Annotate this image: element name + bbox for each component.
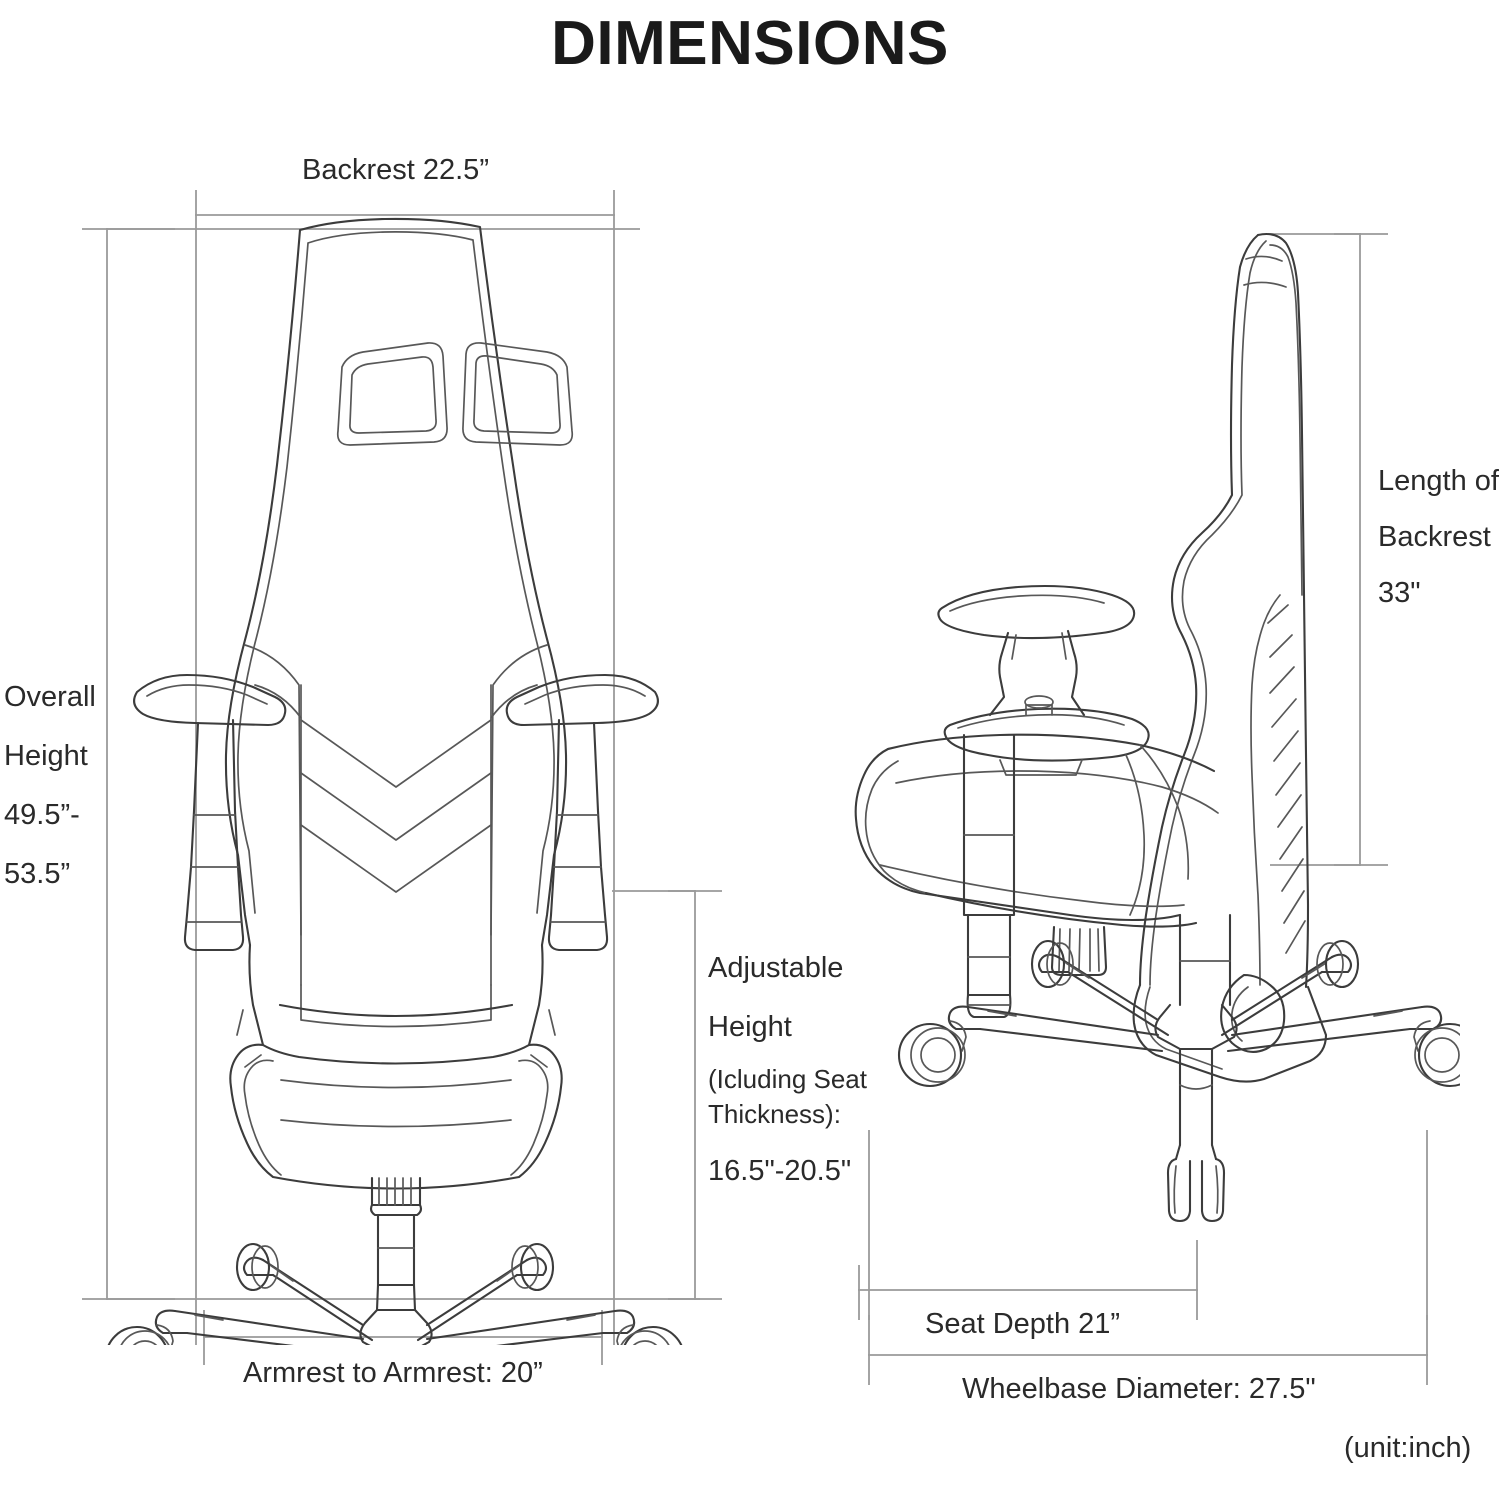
overall-height-label-line4: 53.5” <box>4 858 71 890</box>
side-view-gaming-chair <box>854 232 1460 1223</box>
length-of-backrest-label-line1: Length of <box>1378 465 1499 497</box>
unit-note: (unit:inch) <box>1344 1432 1472 1464</box>
side-seat-cushion <box>854 733 1219 928</box>
adjustable-height-label-line1: Adjustable <box>708 952 844 984</box>
side-backrest <box>1138 232 1310 989</box>
armrest-left <box>133 673 287 952</box>
side-caster-back-left <box>1030 939 1074 989</box>
side-gas-lift-cylinder <box>962 733 1016 1019</box>
backrest-shell <box>224 217 568 947</box>
seat-cushion <box>229 1009 563 1190</box>
front-view-gaming-chair <box>107 217 683 1345</box>
overall-height-label-line1: Overall <box>4 681 96 713</box>
chair-base-five-star <box>154 1256 636 1345</box>
armrest-right <box>505 673 659 952</box>
length-of-backrest-dimension-line <box>1268 233 1388 866</box>
backrest-center-panel <box>300 684 492 986</box>
seat-depth-label: Seat Depth 21” <box>925 1308 1121 1340</box>
side-caster-front <box>1166 1157 1226 1223</box>
side-caster-back-right <box>1316 939 1360 989</box>
side-center-column <box>1178 913 1232 1007</box>
backrest-chevron-stripes <box>300 719 492 893</box>
caster-back-left <box>235 1242 279 1292</box>
armrest-to-armrest-label: Armrest to Armrest: 20” <box>243 1357 543 1389</box>
caster-left <box>107 1324 174 1345</box>
wheelbase-diameter-label: Wheelbase Diameter: 27.5" <box>962 1373 1316 1405</box>
side-armrest <box>937 584 1150 776</box>
headrest-slot-right <box>462 342 574 446</box>
backrest-lower <box>248 943 544 1047</box>
side-caster-left <box>897 1020 967 1088</box>
length-of-backrest-label-line3: 33" <box>1378 577 1421 609</box>
length-of-backrest-label-line2: Backrest <box>1378 521 1491 553</box>
page-title: DIMENSIONS <box>551 9 949 78</box>
headrest-slot-left <box>336 342 448 446</box>
adjustable-height-label-line3: (Icluding Seat <box>708 1064 867 1094</box>
overall-height-label-line2: Height <box>4 740 88 772</box>
armrest-to-armrest-dimension-line <box>203 1310 603 1365</box>
backrest-width-dimension-line <box>195 190 615 320</box>
seat-depth-dimension-line <box>858 1240 1198 1320</box>
adjustable-height-label-line4: Thickness): <box>708 1099 841 1129</box>
recline-bracket <box>1132 973 1328 1083</box>
backrest-width-label: Backrest 22.5” <box>302 154 489 186</box>
front-view-extension-lines <box>107 228 700 1345</box>
adjustable-height-label-line5: 16.5"-20.5" <box>708 1155 852 1187</box>
side-chair-base-five-star <box>947 953 1443 1161</box>
wheelbase-diameter-dimension-line <box>868 1130 1428 1385</box>
side-caster-right <box>1413 1020 1460 1088</box>
adjustable-height-dimension-line <box>612 890 722 1300</box>
adjustable-height-label-line2: Height <box>708 1011 792 1043</box>
caster-back-right <box>511 1242 555 1292</box>
caster-right <box>616 1324 683 1345</box>
gas-lift-cylinder <box>369 1176 423 1312</box>
overall-height-label-line3: 49.5”- <box>4 799 80 831</box>
